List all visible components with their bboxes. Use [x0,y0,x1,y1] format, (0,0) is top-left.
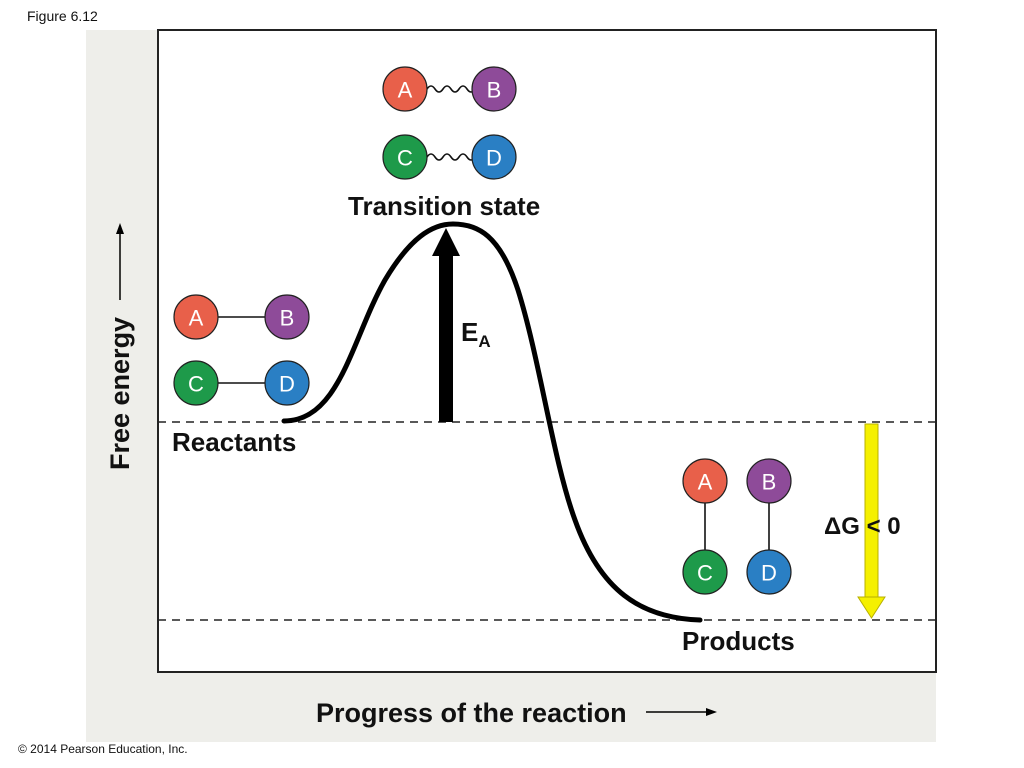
transition-state-molecule-ab: A B [382,66,517,112]
product-molecule-ac: A C [682,458,728,595]
energy-curve [281,221,703,623]
atom-c [682,549,728,595]
atom-d-label: D [761,561,777,586]
atom-b [746,458,792,504]
atom-a [682,458,728,504]
atom-d [471,134,517,180]
atom-a [382,66,428,112]
x-axis-arrow-icon [646,708,717,716]
y-axis-label: Free energy [105,317,135,470]
reactant-molecule-cd: C D [173,360,310,406]
reactants-label: Reactants [172,427,296,457]
atom-b-label: B [487,78,502,103]
atom-a-label: A [398,78,413,103]
atom-d [746,549,792,595]
atom-c-label: C [188,372,204,397]
reactant-molecule-ab: A B [173,294,310,340]
atom-c [173,360,219,406]
copyright-notice: © 2014 Pearson Education, Inc. [18,742,188,756]
activation-energy-arrow [432,228,460,422]
products-label: Products [682,626,795,656]
transition-state-molecule-cd: C D [382,134,517,180]
atom-d-label: D [486,146,502,171]
atom-a [173,294,219,340]
plot-frame [157,29,937,673]
transition-state-label: Transition state [348,191,540,221]
atom-b-label: B [280,306,295,331]
figure-label: Figure 6.12 [27,8,98,24]
atom-c-label: C [697,561,713,586]
delta-g-arrow [857,423,886,619]
atom-b-label: B [762,470,777,495]
atom-c-label: C [397,146,413,171]
atom-a-label: A [189,306,204,331]
product-molecule-bd: B D [746,458,792,595]
atom-c [382,134,428,180]
y-axis-arrow-icon [116,223,124,300]
atom-b [264,294,310,340]
activation-energy-label: EA [461,317,491,351]
atom-b [471,66,517,112]
atom-d [264,360,310,406]
atom-a-label: A [698,470,713,495]
atom-d-label: D [279,372,295,397]
delta-g-label: ΔG < 0 [824,513,901,540]
x-axis-label: Progress of the reaction [316,698,627,728]
